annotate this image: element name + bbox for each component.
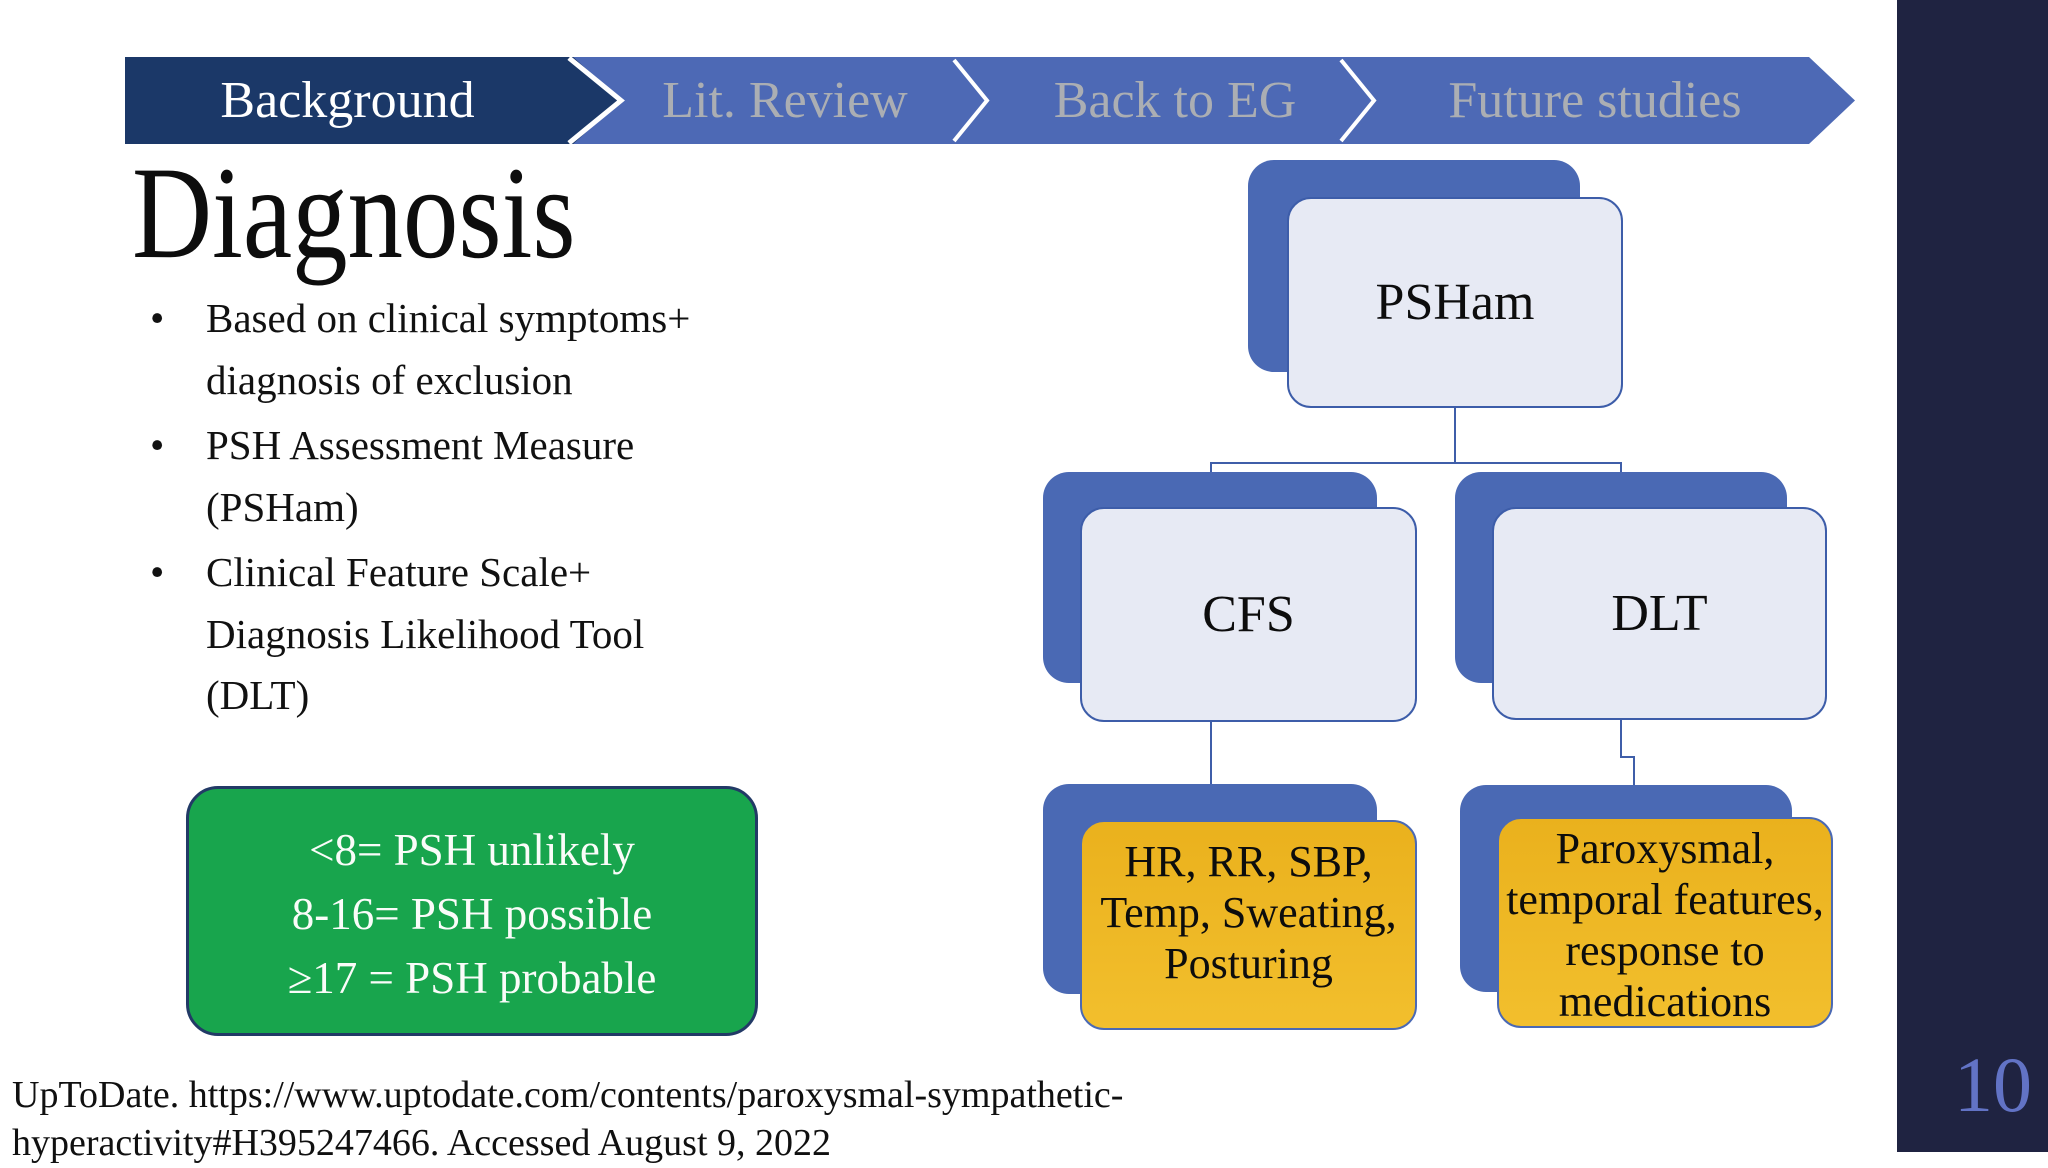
bullet-marker: •	[150, 295, 165, 341]
breadcrumb-item-back-to-eg[interactable]: Back to EG	[1053, 72, 1297, 129]
psh-score-legend: <8= PSH unlikely 8-16= PSH possible ≥17 …	[186, 786, 758, 1036]
page-title: Diagnosis	[132, 139, 576, 286]
list-item: • Clinical Feature Scale+ Diagnosis Like…	[150, 542, 750, 727]
list-item: • PSH Assessment Measure (PSHam)	[150, 415, 750, 538]
score-line-possible: 8-16= PSH possible	[291, 888, 653, 939]
psham-node: PSHam	[1287, 197, 1623, 408]
score-line-probable: ≥17 = PSH probable	[287, 952, 657, 1003]
score-line-unlikely: <8= PSH unlikely	[309, 825, 635, 875]
slide-sidebar: 10	[1897, 0, 2048, 1152]
chevron-right-icon	[951, 57, 993, 144]
bullet-text: PSH Assessment Measure (PSHam)	[206, 422, 635, 530]
chevron-right-icon	[1338, 57, 1380, 144]
connector-line	[1620, 756, 1635, 758]
cfs-node: CFS	[1080, 507, 1417, 722]
dlt-detail-node: Paroxysmal, temporal features, response …	[1497, 817, 1833, 1028]
chevron-right-icon	[565, 57, 627, 144]
bullet-text: Clinical Feature Scale+ Diagnosis Likeli…	[206, 549, 645, 718]
bullet-marker: •	[150, 549, 165, 595]
citation: UpToDate. https://www.uptodate.com/conte…	[12, 1072, 1512, 1168]
citation-line-2: hyperactivity#H395247466. Accessed Augus…	[12, 1121, 832, 1164]
breadcrumb-active-chevron	[125, 55, 621, 146]
bullet-marker: •	[150, 422, 165, 468]
breadcrumb-item-background[interactable]: Background	[220, 72, 475, 129]
connector-line	[1454, 406, 1456, 464]
citation-line-1: UpToDate. https://www.uptodate.com/conte…	[12, 1074, 1124, 1116]
page-number: 10	[1954, 1041, 2032, 1128]
connector-line	[1210, 462, 1622, 464]
bullet-text: Based on clinical symptoms+ diagnosis of…	[206, 295, 691, 403]
breadcrumb: Background Lit. Review Back to EG Future…	[125, 57, 1855, 144]
dlt-node: DLT	[1492, 507, 1827, 720]
connector-line	[1620, 716, 1622, 758]
cfs-detail-node: HR, RR, SBP, Temp, Sweating, Posturing	[1080, 820, 1417, 1030]
bullet-list: • Based on clinical symptoms+ diagnosis …	[150, 288, 750, 731]
list-item: • Based on clinical symptoms+ diagnosis …	[150, 288, 750, 411]
breadcrumb-item-future-studies[interactable]: Future studies	[1448, 72, 1742, 129]
breadcrumb-item-lit-review[interactable]: Lit. Review	[662, 72, 908, 129]
connector-line	[1210, 720, 1212, 822]
